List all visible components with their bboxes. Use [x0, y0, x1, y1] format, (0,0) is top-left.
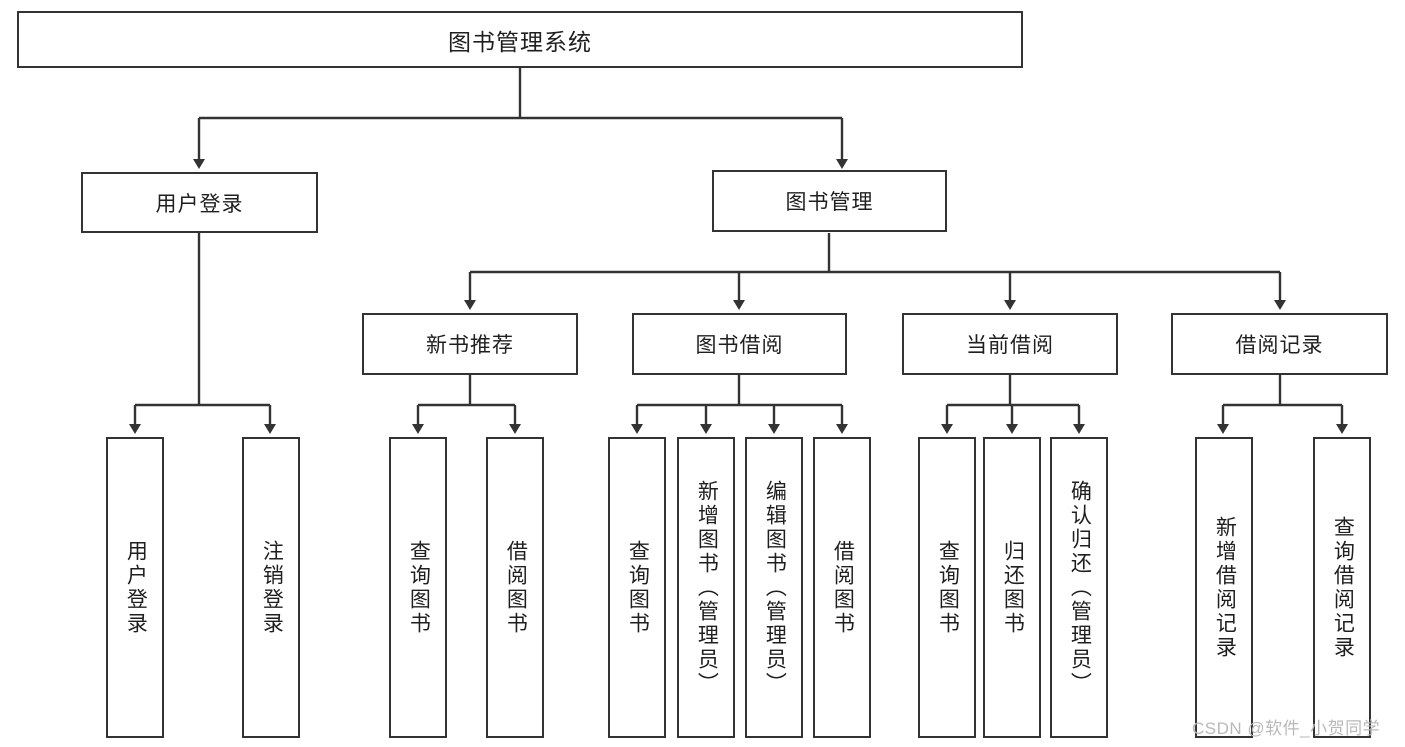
leaf-borrow-book-newbook[interactable]: 借阅图书 [486, 437, 544, 738]
leaf-label: 查询图书 [626, 539, 650, 636]
edge-newbook-to-leaves [412, 375, 521, 434]
node-root-system[interactable]: 图书管理系统 [17, 11, 1023, 68]
leaf-label: 查询图书 [407, 539, 431, 636]
leaf-user-login[interactable]: 用户登录 [106, 437, 164, 738]
leaf-query-book-borrow[interactable]: 查询图书 [608, 437, 666, 738]
csdn-watermark: CSDN @软件_小贺同学 [1192, 719, 1381, 738]
leaf-label: 查询图书 [936, 539, 960, 636]
leaf-query-book-newbook[interactable]: 查询图书 [389, 437, 447, 738]
edge-userlogin-to-leaves [129, 233, 276, 434]
leaf-add-borrow-record[interactable]: 新增借阅记录 [1195, 437, 1253, 738]
leaf-label: 用户登录 [124, 539, 148, 636]
leaf-label: 新增图书（管理员） [695, 479, 719, 696]
leaf-edit-book-admin[interactable]: 编辑图书（管理员） [745, 437, 803, 738]
leaf-label: 借阅图书 [831, 539, 855, 636]
leaf-label: 借阅图书 [504, 539, 528, 636]
leaf-query-book-current[interactable]: 查询图书 [918, 437, 976, 738]
edge-borrowrecord-to-leaves [1217, 375, 1348, 434]
edge-root-to-level2 [193, 68, 848, 169]
leaf-confirm-return-admin[interactable]: 确认归还（管理员） [1050, 437, 1108, 738]
leaf-add-book-admin[interactable]: 新增图书（管理员） [677, 437, 735, 738]
leaf-query-borrow-record[interactable]: 查询借阅记录 [1313, 437, 1371, 738]
node-book-management[interactable]: 图书管理 [712, 170, 947, 232]
edge-bookborrow-to-leaves [631, 375, 848, 434]
leaf-logout-login[interactable]: 注销登录 [242, 437, 300, 738]
leaf-label: 查询借阅记录 [1331, 515, 1355, 660]
leaf-label: 编辑图书（管理员） [763, 479, 787, 696]
leaf-label: 注销登录 [260, 539, 284, 636]
node-borrow-record[interactable]: 借阅记录 [1171, 313, 1388, 375]
node-current-borrow[interactable]: 当前借阅 [902, 313, 1118, 375]
leaf-label: 新增借阅记录 [1213, 515, 1237, 660]
node-book-borrow[interactable]: 图书借阅 [632, 313, 847, 375]
node-user-login[interactable]: 用户登录 [81, 172, 318, 233]
node-new-book-recommend[interactable]: 新书推荐 [362, 313, 578, 375]
leaf-label: 归还图书 [1001, 539, 1025, 636]
edge-currentborrow-to-leaves [941, 375, 1085, 434]
leaf-label: 确认归还（管理员） [1068, 479, 1092, 696]
leaf-return-book[interactable]: 归还图书 [983, 437, 1041, 738]
edge-bookmgmt-to-level3 [464, 233, 1286, 310]
leaf-borrow-book[interactable]: 借阅图书 [813, 437, 871, 738]
